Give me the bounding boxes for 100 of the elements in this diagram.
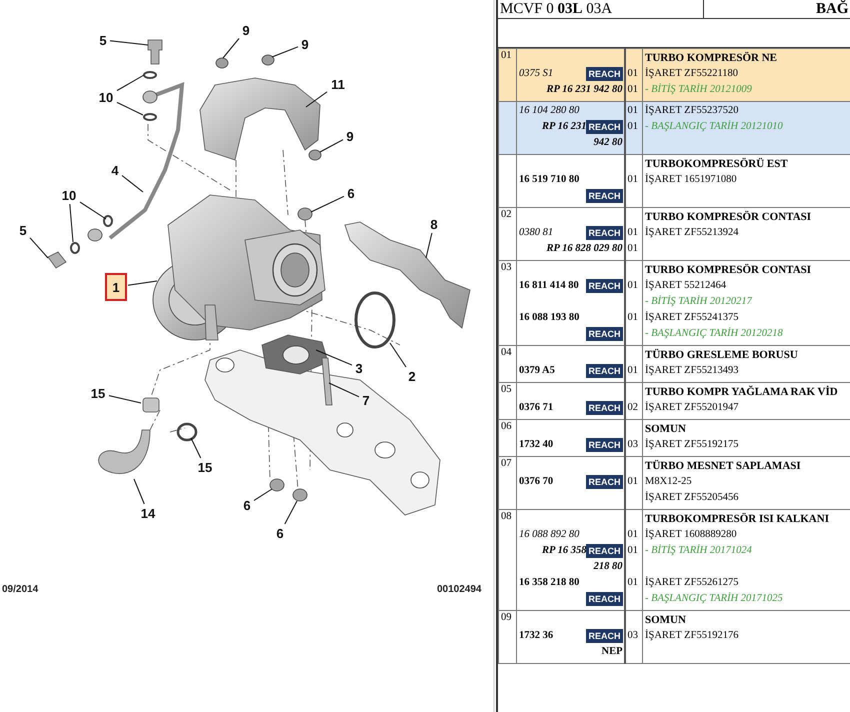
part-number: 16 104 280 80: [519, 104, 580, 118]
marking-text: İŞARET ZF55213924: [645, 225, 738, 240]
leader-line: [306, 91, 328, 108]
part-number: 16 088 892 80: [519, 528, 580, 542]
marking-text: İŞARET ZF55205456: [645, 490, 738, 505]
leader-line: [222, 38, 240, 58]
row-number: 01: [501, 50, 512, 61]
part-title: TÜRBO MESNET SAPLAMASI: [645, 458, 801, 474]
quantity: 01: [628, 83, 638, 97]
part-number: 16 358 218 80: [519, 576, 580, 590]
marking-text: İŞARET ZF55241375: [645, 310, 738, 325]
quantity: 01: [628, 311, 638, 325]
date-note: - BİTİŞ TARİH 20120217: [645, 294, 752, 309]
callout-number: 9: [240, 22, 252, 38]
quantity: 01: [628, 120, 638, 134]
leader-line: [316, 350, 352, 366]
callout-number: 10: [96, 89, 116, 105]
part-number: 0376 70: [519, 475, 554, 489]
part-title: TURBOKOMPRESÖRÜ EST: [645, 156, 788, 172]
part-title: TÜRBO GRESLEME BORUSU: [645, 348, 798, 363]
leader-line: [80, 202, 106, 220]
date-note: - BAŞLANGIÇ TARİH 20120218: [645, 326, 783, 341]
part-number: 0380 81: [519, 226, 554, 240]
row-number: 02: [501, 209, 512, 220]
leader-line: [320, 139, 344, 152]
date-code: 09/2014: [2, 584, 38, 595]
marking-text: İŞARET ZF55192176: [645, 628, 738, 643]
part-title: TURBOKOMPRESÖR ISI KALKANI: [645, 512, 829, 527]
part-number: 942 80: [594, 136, 622, 150]
leader-line: [254, 488, 272, 501]
callout-number: 2: [406, 368, 418, 384]
reach-tag: REACH: [586, 279, 622, 293]
leader-line: [134, 478, 145, 504]
part-number: 0379 A5: [519, 364, 555, 378]
leader-line: [110, 40, 148, 46]
quantity: 01: [628, 67, 638, 81]
leader-line: [272, 46, 298, 58]
row-number: 06: [501, 421, 512, 432]
quantity: 01: [628, 242, 638, 256]
reach-tag: REACH: [586, 544, 622, 558]
marking-text: İŞARET ZF55192175: [645, 437, 738, 452]
leader-line: [328, 382, 360, 398]
callout-number: 3: [353, 360, 365, 376]
part-number: RP 16 231 942 80: [546, 83, 622, 97]
marking-text: İŞARET ZF55237520: [645, 103, 738, 118]
callout-number: 7: [360, 392, 372, 408]
quantity: 01: [628, 475, 638, 489]
reach-tag: REACH: [586, 592, 622, 606]
reach-tag: REACH: [586, 401, 622, 415]
callout-number: 6: [274, 525, 286, 541]
marking-text: İŞARET ZF55221180: [645, 66, 738, 81]
marking-text: İŞARET ZF55261275: [645, 575, 738, 590]
row-number: 03: [501, 262, 512, 273]
callout-number: 6: [241, 497, 253, 513]
reach-tag: REACH: [586, 327, 622, 341]
date-note: - BİTİŞ TARİH 20121009: [645, 82, 752, 97]
leader-line: [284, 500, 298, 524]
callout-number: 14: [138, 505, 158, 521]
part-number: 0375 S1: [519, 67, 554, 81]
quantity: 01: [628, 544, 638, 558]
leader-line: [310, 196, 344, 212]
quantity: 02: [628, 401, 638, 415]
part-title: TURBO KOMPRESÖR CONTASI: [645, 210, 812, 225]
leader-line: [69, 204, 74, 242]
marking-text: İŞARET 1608889280: [645, 527, 737, 542]
quantity: 01: [628, 528, 638, 542]
part-title: TURBO KOMPRESÖR NE: [645, 50, 778, 66]
leader-line: [122, 175, 144, 192]
marking-text: İŞARET 55212464: [645, 278, 726, 293]
callout-number: 8: [428, 216, 440, 232]
callout-number: 15: [88, 385, 108, 401]
part-number: 1732 40: [519, 438, 554, 452]
part-title: TURBO KOMPR YAĞLAMA RAK VİD: [645, 384, 838, 400]
callout-number: 9: [299, 36, 311, 52]
reach-tag: REACH: [586, 438, 622, 452]
part-number: RP 16 828 029 80: [546, 242, 622, 256]
part-number: 16 519 710 80: [519, 173, 580, 187]
marking-text: İŞARET 1651971080: [645, 172, 737, 187]
quantity: 01: [628, 576, 638, 590]
leader-line: [116, 74, 144, 92]
part-number: 0376 71: [519, 401, 554, 415]
quantity: 01: [628, 104, 638, 118]
reach-tag: REACH: [586, 67, 622, 81]
part-number: 1732 36: [519, 629, 554, 643]
row-number: 09: [501, 612, 512, 623]
row-number: 08: [501, 511, 512, 522]
row-number: 05: [501, 384, 512, 395]
callout-number: 5: [17, 222, 29, 238]
quantity: 01: [628, 364, 638, 378]
date-note: - BİTİŞ TARİH 20171024: [645, 543, 752, 558]
leader-line: [190, 438, 202, 458]
reach-tag: REACH: [586, 629, 622, 643]
part-title: SOMUN: [645, 422, 686, 437]
quantity: 03: [628, 438, 638, 452]
quantity: 03: [628, 629, 638, 643]
row-number: 04: [501, 347, 512, 358]
callout-number: 5: [97, 32, 109, 48]
leader-line: [426, 232, 432, 258]
quantity: 01: [628, 279, 638, 293]
leader-line: [108, 395, 142, 404]
